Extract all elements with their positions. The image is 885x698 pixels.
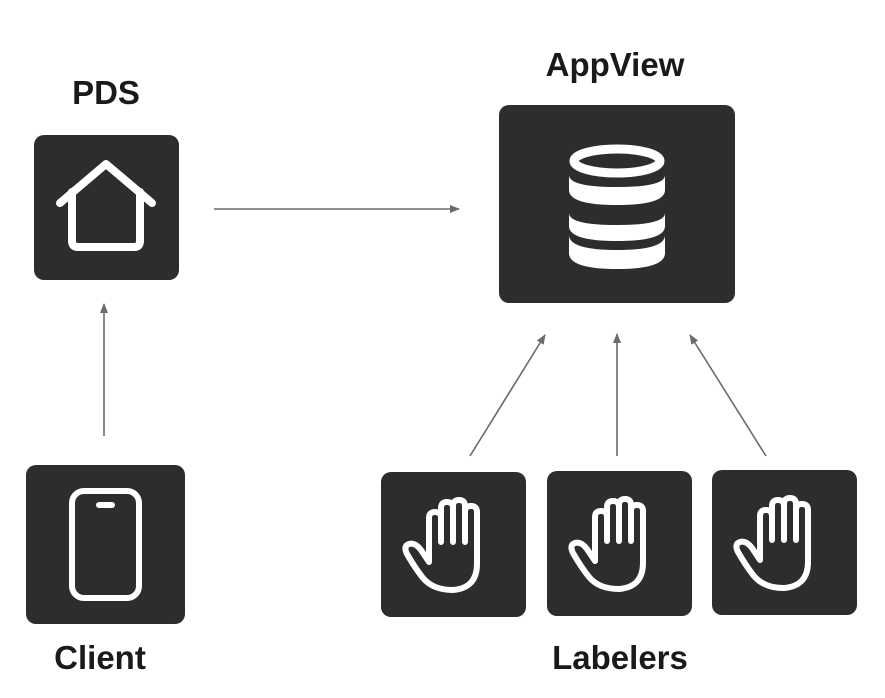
arrow-labeler3-to-appview xyxy=(689,334,767,457)
labeler-node-3 xyxy=(712,470,857,615)
arrow-labeler1-to-appview xyxy=(469,334,546,457)
client-node xyxy=(26,465,185,624)
pds-node xyxy=(34,135,179,280)
phone-icon xyxy=(69,488,142,601)
labeler-node-2 xyxy=(547,471,692,616)
database-icon xyxy=(569,144,665,269)
house-icon xyxy=(56,160,156,251)
labeler-node-1 xyxy=(381,472,526,617)
raised-hand-icon xyxy=(733,495,811,591)
labelers-label: Labelers xyxy=(552,639,688,676)
raised-hand-icon xyxy=(402,497,480,593)
appview-label: AppView xyxy=(545,46,685,83)
client-label: Client xyxy=(54,639,146,676)
appview-node xyxy=(499,105,735,303)
raised-hand-icon xyxy=(568,496,646,592)
pds-label: PDS xyxy=(72,74,140,111)
